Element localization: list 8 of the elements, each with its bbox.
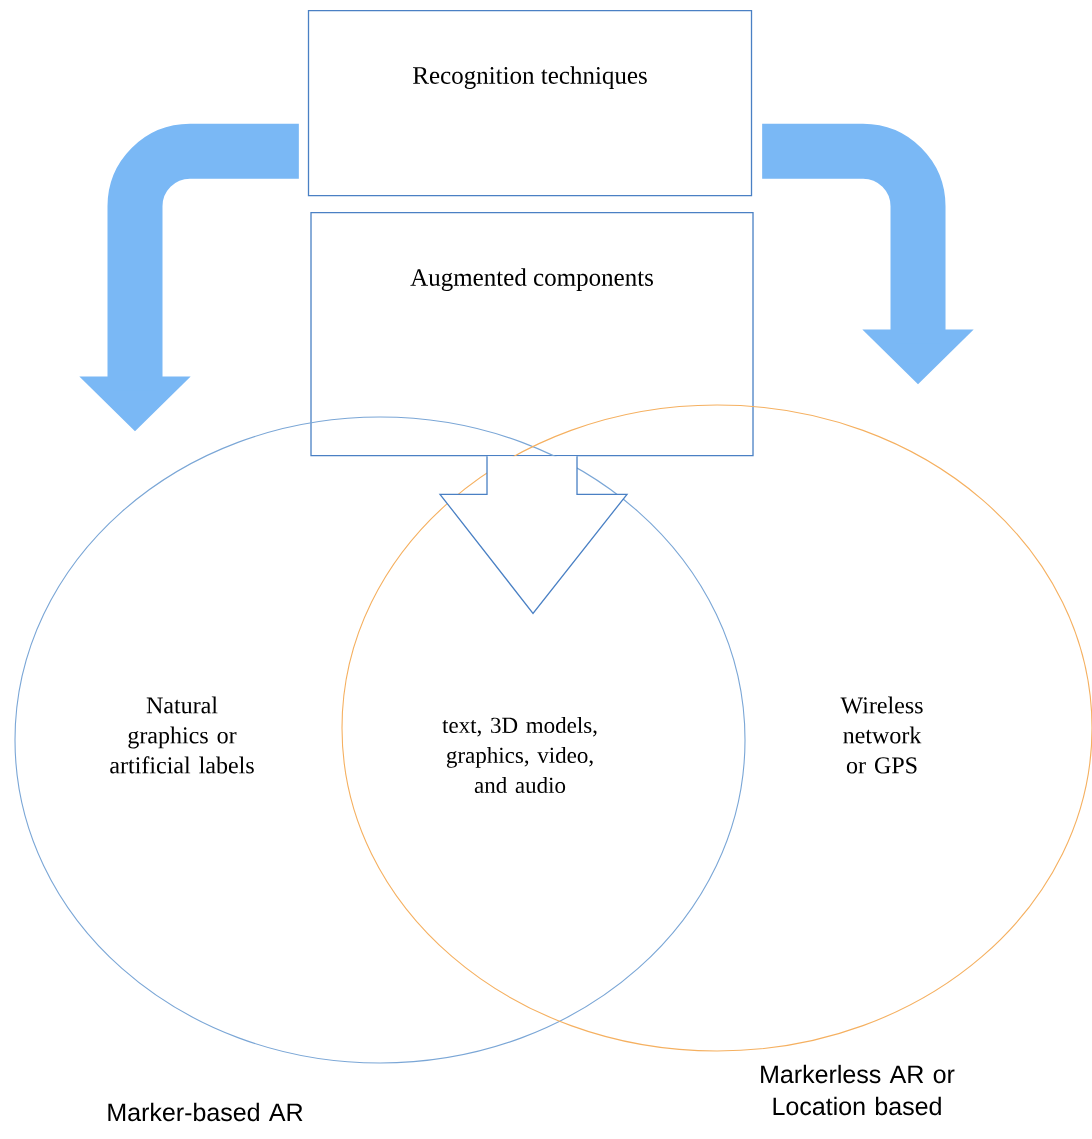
text-box: Augmented components bbox=[310, 212, 754, 457]
text-box: Recognition techniques bbox=[307, 10, 753, 197]
circle-label: Marker-based AR bbox=[108, 1102, 303, 1122]
circle-text: Natural graphics or artificial labels bbox=[110, 696, 254, 774]
overlap-text: text, 3D models, graphics, video, and audio bbox=[442, 716, 597, 794]
circle-text: Wireless network or GPS bbox=[840, 696, 923, 774]
callout-arrow bbox=[438, 455, 629, 615]
circle-label: Markerless AR or Location based bbox=[761, 1064, 955, 1116]
